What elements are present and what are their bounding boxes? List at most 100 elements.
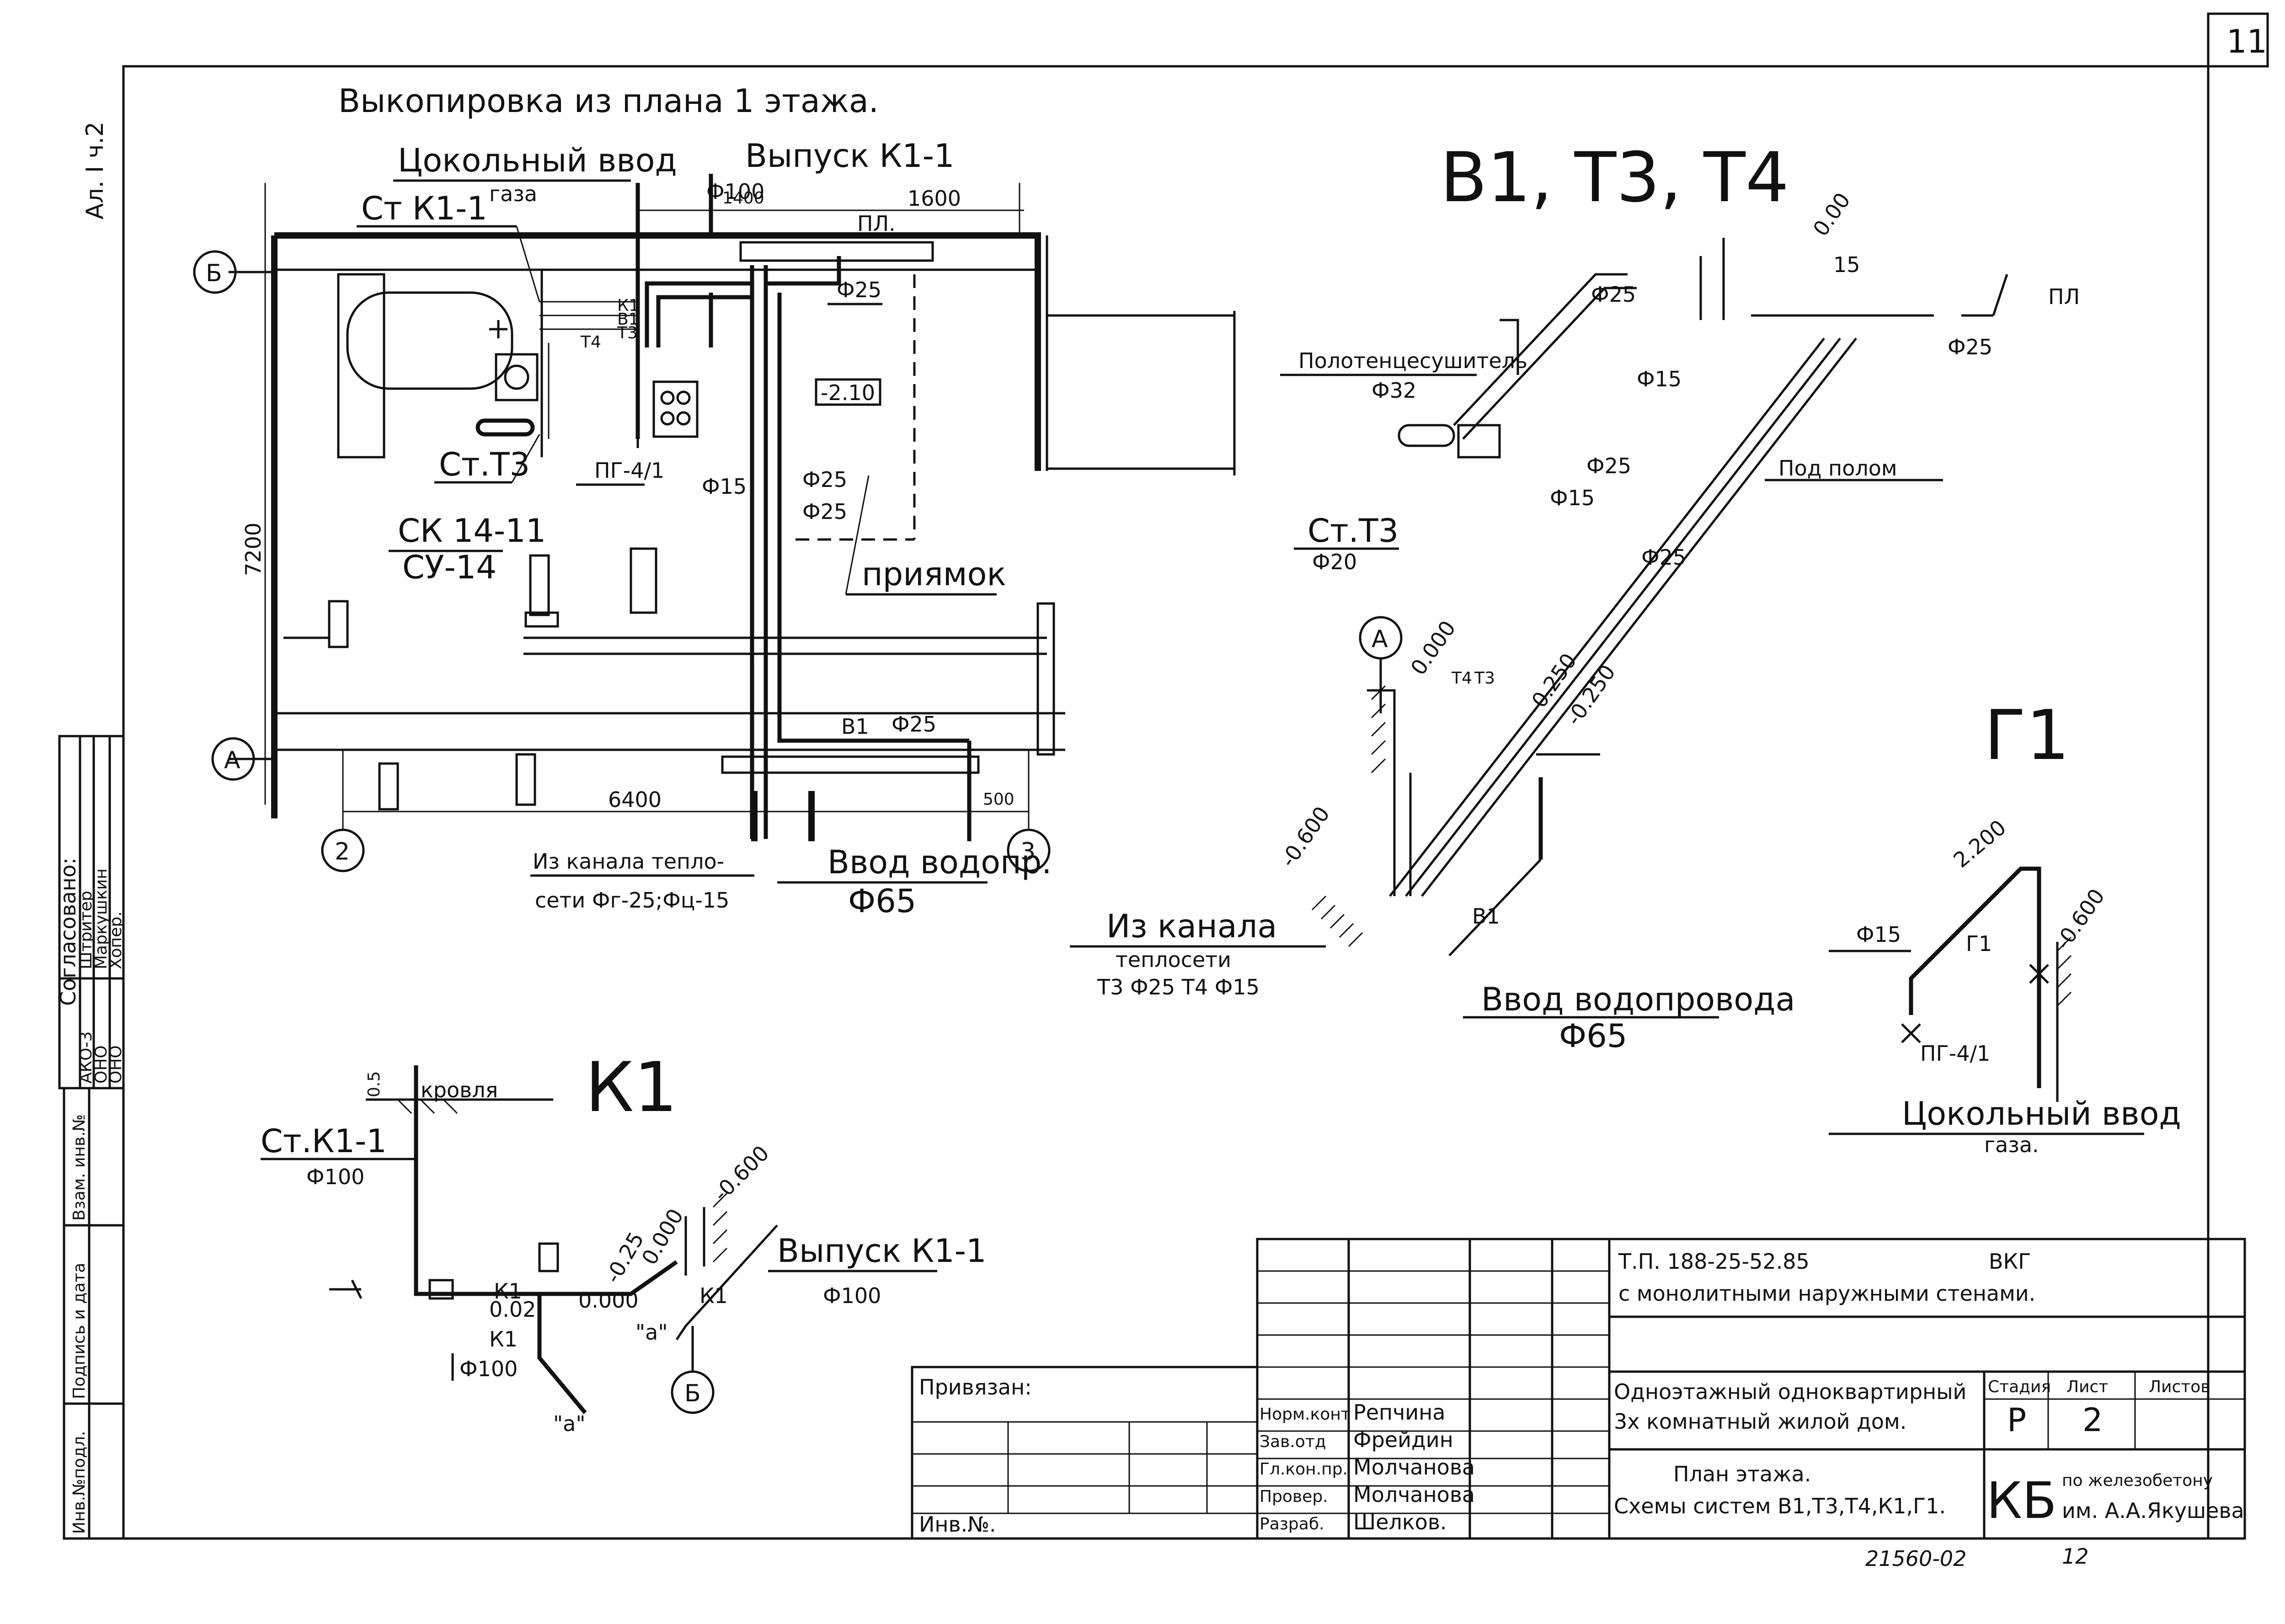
g1-gas-inlet: Цокольный ввод <box>1902 1095 2181 1133</box>
under-floor-label: Под полом <box>1778 456 1897 481</box>
svg-text:Ф15: Ф15 <box>1637 367 1682 391</box>
towel-dryer <box>1457 424 1501 459</box>
washbasin <box>495 353 539 401</box>
svg-text:ВКГ: ВКГ <box>1989 1249 2031 1274</box>
svg-text:Ф65: Ф65 <box>1559 1017 1627 1055</box>
svg-text:Т4: Т4 <box>1451 669 1472 688</box>
svg-text:ОНО: ОНО <box>92 1045 111 1084</box>
svg-text:К1: К1 <box>699 1283 728 1308</box>
svg-text:Шелков.: Шелков. <box>1353 1510 1447 1534</box>
svg-text:ПГ-4/1: ПГ-4/1 <box>1920 1041 1990 1066</box>
svg-text:-0.600: -0.600 <box>2050 884 2109 954</box>
svg-text:Ф25: Ф25 <box>1948 335 1992 359</box>
bathtub <box>346 291 513 390</box>
svg-text:Согласовано:: Согласовано: <box>56 858 80 1006</box>
scheme-b1-t3-t4: В1, Т3, Т4 А Полотенцесушитель Ф32 Ф25 Ф… <box>1070 138 2080 1055</box>
plan-sk-label: СК 14-11 <box>398 512 546 550</box>
svg-text:В1: В1 <box>841 714 869 739</box>
plan-pit-label: приямок <box>862 556 1006 593</box>
svg-text:Лист: Лист <box>2066 1378 2108 1396</box>
svg-text:Ф100: Ф100 <box>306 1165 364 1189</box>
svg-text:Штритер: Штритер <box>77 891 96 969</box>
svg-text:А: А <box>224 747 240 774</box>
svg-text:ПГ-4/1: ПГ-4/1 <box>594 458 664 483</box>
axis-2-bubble <box>321 828 365 872</box>
svg-text:по железобетону: по железобетону <box>2062 1471 2213 1490</box>
svg-text:Провер.: Провер. <box>1260 1487 1328 1506</box>
plan-riser-k1: Ст К1-1 <box>361 190 487 227</box>
axis-b-bubble <box>193 250 237 294</box>
svg-text:Разраб.: Разраб. <box>1260 1515 1324 1533</box>
svg-text:Молчанова: Молчанова <box>1353 1455 1475 1480</box>
svg-text:"а": "а" <box>553 1411 586 1436</box>
sheet-value: 2 <box>2082 1401 2103 1439</box>
svg-text:0.02: 0.02 <box>489 1297 536 1322</box>
svg-text:им. А.А.Якушева: им. А.А.Якушева <box>2062 1498 2244 1523</box>
svg-text:Норм.конт: Норм.конт <box>1260 1405 1351 1424</box>
svg-text:кровля: кровля <box>421 1078 498 1102</box>
svg-text:0.000: 0.000 <box>637 1204 689 1269</box>
project-subtitle: с монолитными наружными стенами. <box>1618 1281 2035 1306</box>
sheet-corner-number: 11 <box>2226 23 2267 60</box>
plan-outlet: Выпуск К1-1 <box>745 137 955 175</box>
bound-label: Привязан: <box>919 1375 1032 1400</box>
approval-block: Согласовано: АКО-3 Штритер ОНО Маркушкин… <box>56 735 125 1090</box>
plan-title: Выкопировка из плана 1 этажа. <box>338 82 879 120</box>
svg-text:Ф25: Ф25 <box>892 712 936 737</box>
title-block: Привязан: Инв.№. Норм.конт Репчина Зав.о… <box>911 1238 2246 1571</box>
house-line-1: Одноэтажный одноквартирный <box>1614 1379 1966 1404</box>
svg-text:Т3: Т3 <box>1474 669 1495 688</box>
svg-text:2.200: 2.200 <box>1949 815 2011 872</box>
plan-from-channel: Из канала тепло- <box>533 849 724 874</box>
svg-text:Подпись и дата: Подпись и дата <box>70 1263 89 1399</box>
svg-text:Зав.отд: Зав.отд <box>1260 1432 1326 1451</box>
svg-text:1400: 1400 <box>722 189 764 208</box>
svg-text:-0.600: -0.600 <box>709 1141 774 1206</box>
svg-text:К1: К1 <box>494 1279 522 1303</box>
svg-text:А: А <box>1372 625 1388 653</box>
plan-gas-inlet: Цокольный ввод <box>398 142 677 179</box>
svg-text:Б: Б <box>206 260 222 287</box>
svg-text:К1: К1 <box>617 296 639 315</box>
svg-text:Стадия: Стадия <box>1988 1378 2051 1396</box>
svg-text:7200: 7200 <box>241 523 266 576</box>
svg-text:0.000: 0.000 <box>578 1288 639 1313</box>
svg-text:Ф25: Ф25 <box>1641 545 1686 570</box>
svg-text:Ф65: Ф65 <box>848 882 916 920</box>
svg-text:ПЛ.: ПЛ. <box>857 211 896 236</box>
svg-text:Инв.№подл.: Инв.№подл. <box>70 1431 89 1534</box>
svg-text:В1: В1 <box>617 310 639 329</box>
svg-text:В1: В1 <box>1472 904 1500 929</box>
svg-text:"а": "а" <box>635 1320 668 1345</box>
scheme-k1: К1 кровля 0.5 Ст.К1-1 Ф100 0.02 К1 К1 К1… <box>261 1048 987 1436</box>
left-strip: Инв.№подл. Подпись и дата Взам. инв.№ <box>63 1087 125 1540</box>
svg-text:Листов: Листов <box>2149 1378 2210 1396</box>
plan-water-inlet: Ввод водопр. <box>828 844 1052 881</box>
k1-riser-label: Ст.К1-1 <box>261 1122 387 1160</box>
drawing-title-1: План этажа. <box>1673 1462 1811 1486</box>
svg-text:Ф15: Ф15 <box>1550 486 1595 510</box>
svg-text:Ф20: Ф20 <box>1312 550 1357 574</box>
axis-3-bubble <box>1007 828 1051 872</box>
water-heater <box>475 418 535 437</box>
svg-text:3: 3 <box>1020 838 1036 865</box>
svg-text:6400: 6400 <box>608 787 662 812</box>
svg-text:Т4: Т4 <box>580 333 601 352</box>
page-number: 12 <box>2062 1544 2089 1569</box>
level-box <box>815 378 881 406</box>
svg-text:3х комнатный жилой дом.: 3х комнатный жилой дом. <box>1614 1409 1906 1434</box>
svg-text:Хопер.: Хопер. <box>107 911 125 969</box>
k1-outlet-label: Выпуск К1-1 <box>777 1232 987 1270</box>
svg-text:-2.10: -2.10 <box>821 380 875 405</box>
svg-text:теплосети: теплосети <box>1116 947 1231 972</box>
stage-value: Р <box>2007 1401 2026 1439</box>
svg-text:Ф100: Ф100 <box>706 179 764 204</box>
stove <box>652 380 699 438</box>
svg-text:Инв.№.: Инв.№. <box>919 1512 996 1537</box>
riser-t3-label: Ст.Т3 <box>1308 512 1399 550</box>
svg-text:Молчанова: Молчанова <box>1353 1482 1475 1507</box>
water-inlet-label: Ввод водопровода <box>1481 981 1795 1018</box>
svg-text:Ф25: Ф25 <box>837 278 881 302</box>
svg-text:ПЛ: ПЛ <box>2048 284 2080 309</box>
scheme-g1-title: Г1 <box>1984 696 2070 775</box>
